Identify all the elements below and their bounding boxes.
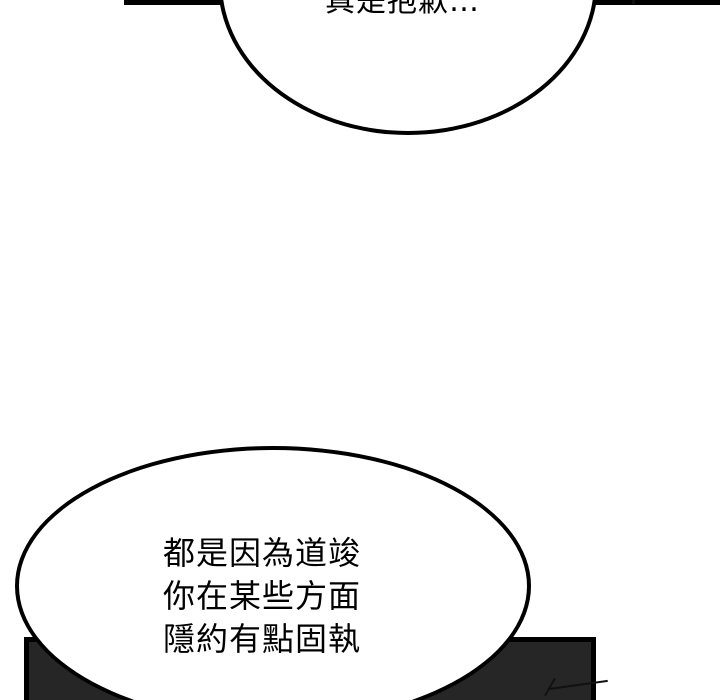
speech-line: 你在某些方面 — [163, 577, 362, 615]
speech-bubble-bottom — [15, 446, 531, 700]
panel-divider — [632, 0, 635, 4]
speech-bubble-top — [218, 0, 598, 135]
speech-bubble-top-text: 真是抱歉… — [325, 0, 480, 19]
speech-line: 都是因為道竣 — [163, 534, 362, 572]
speech-bubble-bottom-text: 都是因為道竣 你在某些方面 隱約有點固執 — [163, 532, 383, 661]
speech-line: 隱約有點固執 — [163, 620, 362, 658]
